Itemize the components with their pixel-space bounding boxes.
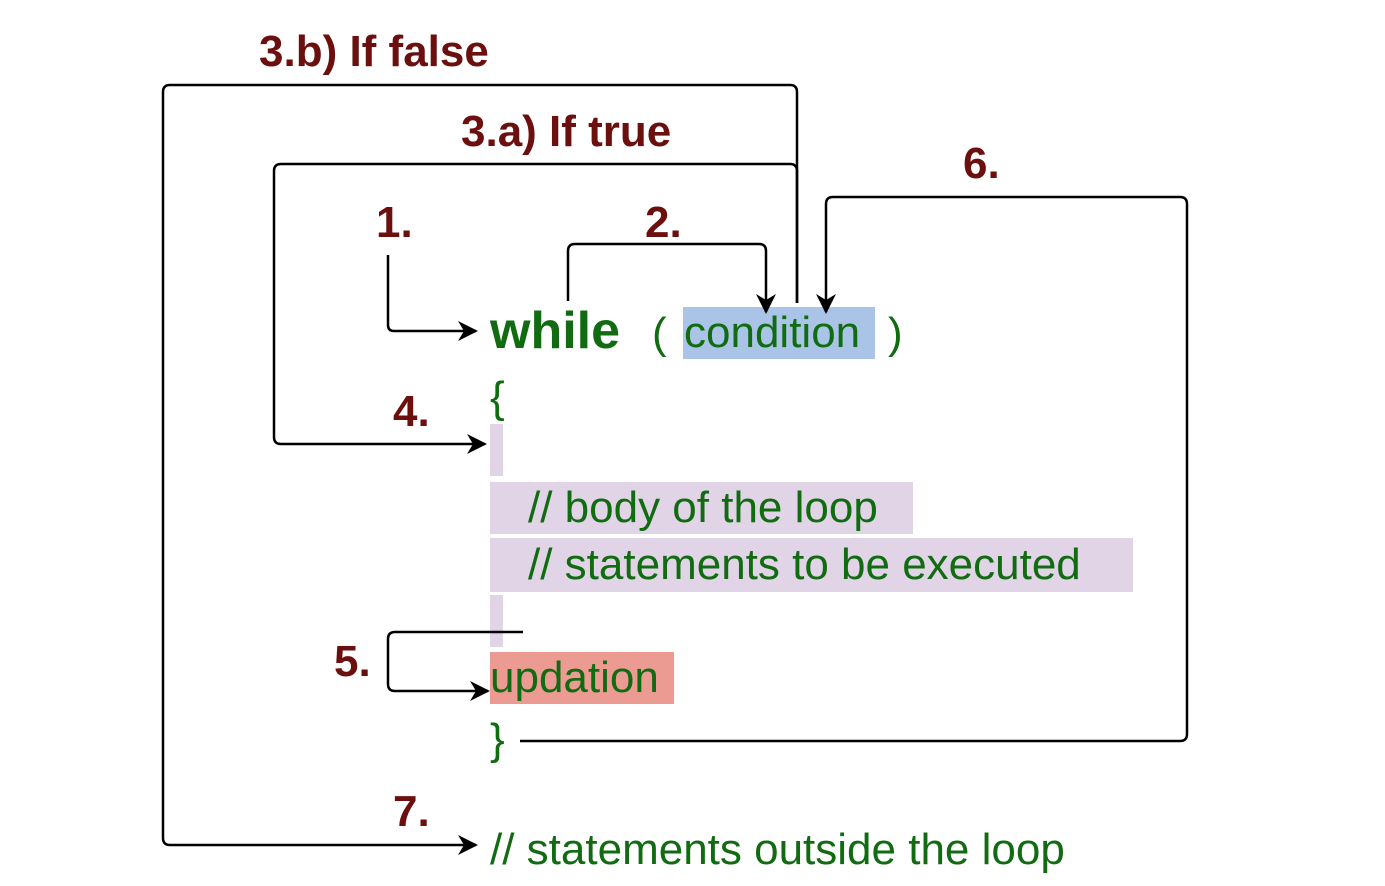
updation-text: updation	[490, 653, 659, 702]
body-line-1-highlight	[490, 482, 913, 534]
step-6-label: 6.	[963, 139, 1000, 188]
step-3a-label: 3.a) If true	[461, 107, 672, 156]
arrow-step-1	[386, 255, 478, 341]
open-brace: {	[490, 373, 505, 422]
close-paren: )	[888, 309, 903, 358]
close-brace: }	[490, 715, 505, 764]
step-7-label: 7.	[393, 787, 430, 836]
condition-highlight	[683, 307, 875, 359]
updation-highlight	[490, 652, 674, 704]
step-5-label: 5.	[334, 637, 371, 686]
arrow-step-2	[566, 242, 776, 314]
step-4-label: 4.	[393, 387, 430, 436]
body-top-spacer-highlight	[490, 424, 503, 476]
body-comment-line-2: // statements to be executed	[528, 540, 1081, 589]
open-paren: (	[652, 309, 667, 358]
body-comment-line-1: // body of the loop	[528, 483, 878, 532]
body-line-2-highlight	[490, 538, 1133, 592]
arrow-step-5	[386, 630, 523, 701]
step-1-label: 1.	[376, 198, 413, 247]
arrow-if-true	[272, 162, 799, 454]
arrow-if-false	[161, 83, 799, 855]
step-2-label: 2.	[645, 198, 682, 247]
arrow-step-6	[520, 195, 1189, 743]
condition-text: condition	[684, 308, 861, 357]
while-keyword: while	[490, 302, 621, 360]
outside-statements-comment: // statements outside the loop	[490, 825, 1065, 874]
step-3b-label: 3.b) If false	[259, 27, 489, 76]
body-bottom-spacer-highlight	[490, 595, 503, 647]
